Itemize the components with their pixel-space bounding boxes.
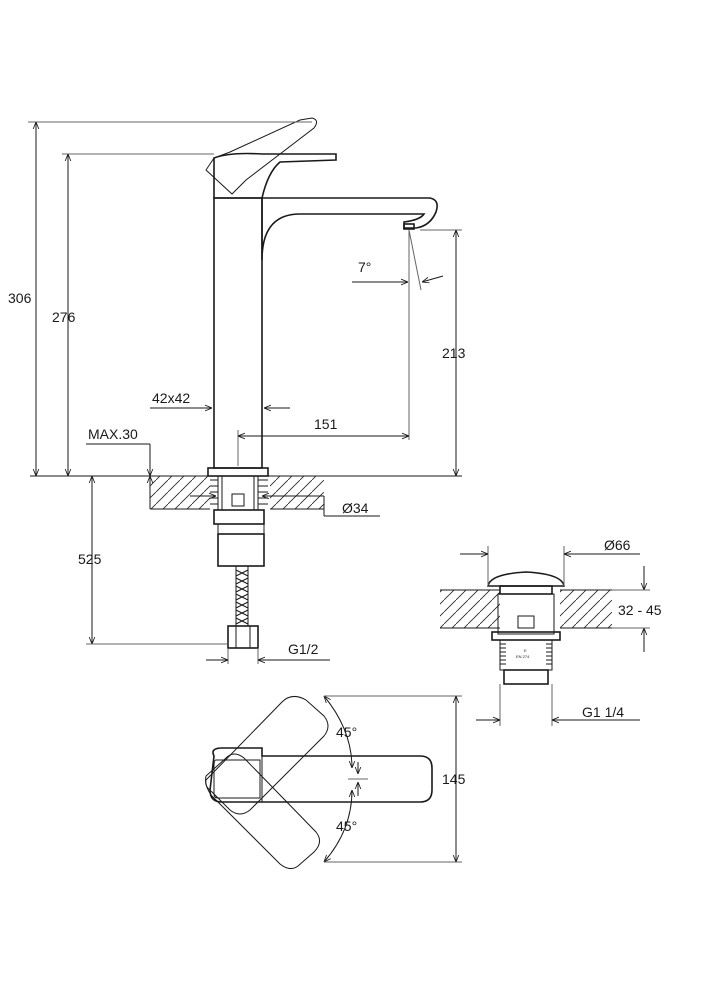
waste-cap xyxy=(487,571,565,587)
label-max30: MAX.30 xyxy=(88,426,138,442)
dim-total-height xyxy=(28,121,312,476)
hose-nut xyxy=(227,625,259,649)
label-45-bottom: 45° xyxy=(336,818,357,834)
handle-closed xyxy=(213,152,337,199)
label-g12: G1/2 xyxy=(288,641,319,657)
waste-mark-2: EN 274 xyxy=(516,654,530,659)
countertop-section xyxy=(150,476,324,510)
dim-projection xyxy=(237,430,409,466)
waste-mark-1: E xyxy=(524,648,527,653)
mounting-nut xyxy=(213,509,265,525)
threaded-shank xyxy=(210,475,268,511)
faucet-body xyxy=(213,197,263,469)
handle-open xyxy=(205,117,318,195)
label-d66: Ø66 xyxy=(604,537,631,553)
aerator xyxy=(403,223,415,230)
label-151: 151 xyxy=(314,416,338,432)
dim-waste-cap-diameter xyxy=(460,546,640,586)
top-view-handle-rotated-2 xyxy=(205,753,320,870)
label-32-45: 32 - 45 xyxy=(618,602,662,618)
label-d34: Ø34 xyxy=(342,500,369,516)
label-42x42: 42x42 xyxy=(152,390,190,406)
label-7deg: 7° xyxy=(358,259,371,275)
label-306: 306 xyxy=(8,290,32,306)
dim-waste-deck-range xyxy=(612,566,650,652)
label-145: 145 xyxy=(442,771,466,787)
label-213: 213 xyxy=(442,345,466,361)
popup-waste-view: E EN 274 Ø66 32 - 45 G1 1/4 xyxy=(440,537,662,726)
top-view-handle-closed xyxy=(209,747,433,803)
flex-hose xyxy=(235,565,249,627)
faucet-top-view xyxy=(205,695,462,870)
dim-spout-angle xyxy=(352,229,444,440)
dim-thread-diameter xyxy=(190,496,380,517)
dim-top-view-depth xyxy=(324,695,462,863)
label-276: 276 xyxy=(52,309,76,325)
dim-outlet-height xyxy=(420,229,462,476)
label-g114: G1 1/4 xyxy=(582,704,624,720)
dim-hose-connection xyxy=(206,648,330,664)
dim-hose-length xyxy=(86,476,228,645)
faucet-spout xyxy=(261,197,438,261)
dim-deck-max xyxy=(86,443,150,509)
label-45-top: 45° xyxy=(336,724,357,740)
faucet-side-view: 306 276 213 7° 42x42 xyxy=(8,117,466,664)
dim-waste-thread xyxy=(476,684,640,726)
base-flange xyxy=(207,467,269,477)
dim-spout-height xyxy=(62,153,214,476)
label-525: 525 xyxy=(78,551,102,567)
lower-fitting xyxy=(217,533,265,567)
